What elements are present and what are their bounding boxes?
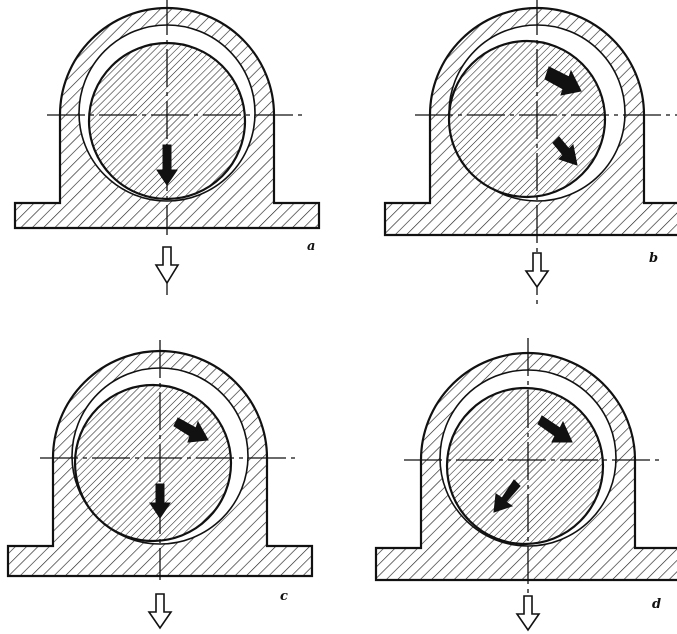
force-arrow-lower-right bbox=[552, 136, 578, 166]
force-arrow-upper-right bbox=[173, 417, 209, 443]
panel-a: a bbox=[13, 0, 321, 295]
force-arrow-down bbox=[149, 483, 171, 519]
panel-c: c bbox=[6, 340, 314, 630]
panel-label: b bbox=[649, 251, 658, 266]
panel-d: d bbox=[374, 338, 677, 632]
load-arrow-icon bbox=[147, 593, 173, 630]
load-arrow-icon bbox=[515, 595, 541, 632]
force-arrow-upper-right bbox=[537, 415, 573, 443]
panel-label: c bbox=[280, 589, 288, 604]
shaft bbox=[447, 39, 607, 199]
shaft bbox=[73, 383, 233, 543]
force-arrow-down bbox=[156, 144, 178, 186]
panel-label: a bbox=[307, 239, 315, 254]
force-arrow-upper-right bbox=[544, 66, 582, 96]
load-arrow-icon bbox=[524, 252, 550, 289]
shaft bbox=[445, 386, 605, 546]
panel-label: d bbox=[652, 597, 661, 612]
load-arrow-icon bbox=[154, 246, 180, 285]
force-arrow-down-left bbox=[493, 479, 521, 513]
panel-b: b bbox=[383, 0, 677, 307]
